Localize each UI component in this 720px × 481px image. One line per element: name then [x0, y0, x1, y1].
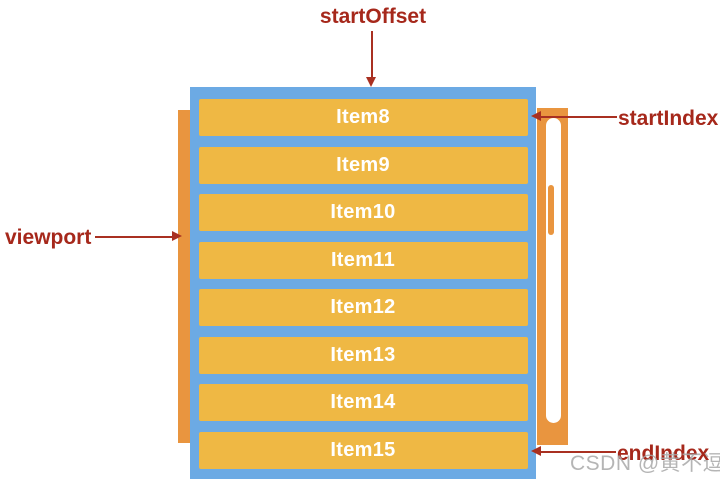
- start-index-label: startIndex: [618, 107, 719, 130]
- list-item: Item8: [198, 99, 528, 136]
- list-item: Item14: [198, 384, 528, 421]
- list-background-strip: [178, 110, 190, 443]
- list-item: Item15: [198, 431, 528, 469]
- list-item: Item10: [198, 194, 528, 231]
- scrollbar-thumb: [548, 185, 554, 235]
- start-offset-label: startOffset: [319, 5, 427, 28]
- start-offset-arrow-line: [371, 31, 373, 78]
- end-index-arrow-icon: [531, 446, 541, 456]
- list-item: Item12: [198, 289, 528, 326]
- list-item: Item9: [198, 146, 528, 184]
- viewport-container: Item8 Item9 Item10 Item11 Item12 Item13 …: [190, 87, 536, 479]
- end-index-label: endIndex: [617, 442, 710, 465]
- viewport-arrow-icon: [172, 231, 182, 241]
- end-index-arrow-line: [540, 451, 616, 453]
- start-index-arrow-icon: [531, 111, 541, 121]
- start-offset-arrow-icon: [366, 77, 376, 87]
- list-item: Item13: [198, 336, 528, 374]
- start-index-arrow-line: [540, 116, 617, 118]
- viewport-label: viewport: [5, 226, 92, 249]
- viewport-arrow-line: [95, 236, 173, 238]
- scrollbar: [537, 108, 568, 445]
- csdn-watermark: CSDN @黄不逗: [570, 452, 720, 475]
- list-item: Item11: [198, 241, 528, 279]
- scrollbar-track: [546, 118, 561, 423]
